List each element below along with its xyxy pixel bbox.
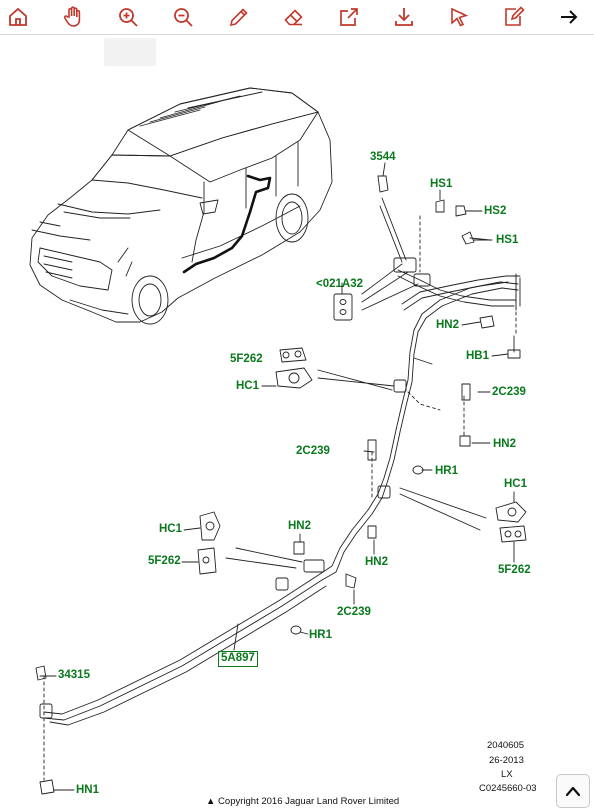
drawing-reference: C0245660-03 (479, 783, 537, 794)
zoom-out-icon[interactable] (168, 3, 198, 31)
copyright-notice: ▲ Copyright 2016 Jaguar Land Rover Limit… (206, 796, 399, 807)
callout-hn2-right[interactable]: HN2 (493, 438, 517, 450)
drawing-date: 26-2013 (489, 755, 524, 766)
fuel-pipe-assembly (39, 257, 521, 726)
callout-5a897[interactable]: 5A897 (218, 651, 258, 667)
leader-lines (225, 197, 487, 569)
callout-hc1-left-top[interactable]: HC1 (236, 380, 260, 392)
drawing-code: 2040605 (487, 740, 524, 751)
copyright-icon: ▲ (206, 796, 219, 807)
callout-hn2-center-right[interactable]: HN2 (365, 556, 389, 568)
arrow-right-icon[interactable] (554, 3, 584, 31)
callout-leaders (39, 162, 515, 791)
callout-hs1-right[interactable]: HS1 (496, 234, 519, 246)
copyright-text: Copyright 2016 Jaguar Land Rover Limited (218, 796, 400, 807)
callout-5f262-right[interactable]: 5F262 (498, 564, 531, 576)
callout-hc1-right[interactable]: HC1 (504, 478, 528, 490)
callout-2c239-right[interactable]: 2C239 (492, 386, 526, 398)
download-icon[interactable] (389, 3, 419, 31)
callout-hn1[interactable]: HN1 (76, 784, 100, 796)
chevron-up-icon (565, 786, 581, 797)
zoom-in-icon[interactable] (113, 3, 143, 31)
callout-hs2[interactable]: HS2 (484, 205, 507, 217)
hint-overlay (104, 38, 156, 66)
callout-hn2-center[interactable]: HN2 (288, 520, 312, 532)
callout-hr1-bottom[interactable]: HR1 (309, 629, 333, 641)
open-external-icon[interactable] (334, 3, 364, 31)
fuel-line-diagram (29, 87, 527, 795)
callout-3544[interactable]: 3544 (370, 151, 396, 163)
edit-note-icon[interactable] (499, 3, 529, 31)
locator-lines (43, 215, 517, 781)
parts (35, 175, 527, 795)
vehicle-illustration (29, 87, 333, 325)
callout-2c239-bottom[interactable]: 2C239 (337, 606, 371, 618)
select-cursor-icon[interactable] (444, 3, 474, 31)
callout-hs1-top[interactable]: HS1 (430, 178, 453, 190)
drawing-variant: LX (501, 769, 513, 780)
callout-hr1-mid[interactable]: HR1 (435, 465, 459, 477)
toolbar (0, 0, 594, 35)
callout-2c239-mid[interactable]: 2C239 (296, 445, 330, 457)
eraser-icon[interactable] (279, 3, 309, 31)
callout-34315[interactable]: 34315 (58, 669, 90, 681)
callout-5f262-left-bottom[interactable]: 5F262 (148, 555, 181, 567)
pan-hand-icon[interactable] (58, 3, 88, 31)
scroll-to-top-button[interactable] (556, 774, 590, 808)
callout-hb1[interactable]: HB1 (466, 350, 490, 362)
callout-hn2-upper[interactable]: HN2 (436, 319, 460, 331)
home-icon[interactable] (3, 3, 33, 31)
callout-021a32[interactable]: <021A32 (316, 278, 363, 290)
callout-hc1-left-bottom[interactable]: HC1 (159, 523, 183, 535)
callout-5f262-left-top[interactable]: 5F262 (230, 353, 263, 365)
pen-icon[interactable] (224, 3, 254, 31)
